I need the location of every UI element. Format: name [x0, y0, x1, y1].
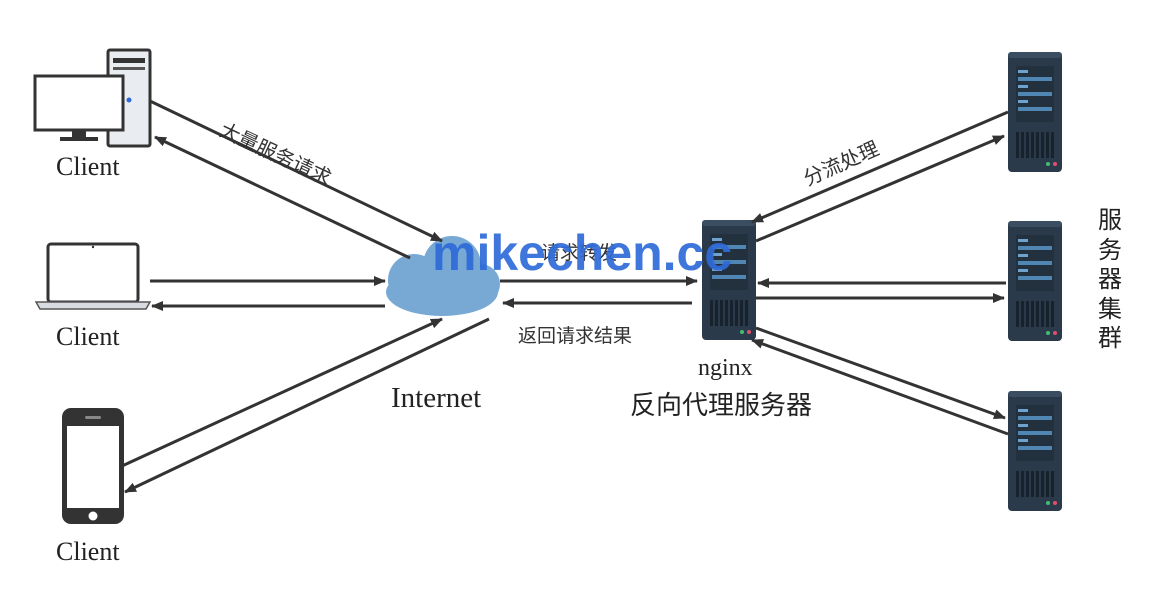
- internet-nginx-arrows: [500, 276, 698, 308]
- smartphone-icon: [62, 408, 124, 524]
- server-cluster-char: 器: [1098, 265, 1122, 293]
- desktop-computer-icon: [33, 48, 152, 148]
- forward-request-label: 请求转发: [541, 242, 618, 264]
- cluster-server-1-icon: [1008, 52, 1062, 172]
- server-cluster-char: 群: [1098, 324, 1122, 352]
- client-label-desktop: Client: [56, 152, 120, 181]
- client-label-phone: Client: [56, 537, 120, 566]
- internet-label: Internet: [391, 382, 482, 414]
- client-internet-arrows: [121, 99, 490, 494]
- server-cluster-char: 集: [1098, 294, 1122, 323]
- nginx-cluster-arrows: [751, 110, 1009, 436]
- server-cluster-char: 务: [1098, 235, 1122, 264]
- server-cluster-char: 服: [1098, 206, 1122, 234]
- client-label-laptop: Client: [56, 322, 120, 351]
- reverse-proxy-label: 反向代理服务器: [630, 391, 813, 421]
- nginx-label: nginx: [698, 355, 753, 381]
- cluster-server-2-icon: [1008, 221, 1062, 341]
- watermark: mikechen.cc: [432, 225, 733, 281]
- return-result-label: 返回请求结果: [518, 325, 633, 347]
- cluster-server-3-icon: [1008, 391, 1062, 511]
- laptop-icon: [34, 242, 152, 310]
- cloud-icon: [386, 236, 500, 316]
- server-cluster-label: 服 务 器 集 群: [1096, 206, 1124, 354]
